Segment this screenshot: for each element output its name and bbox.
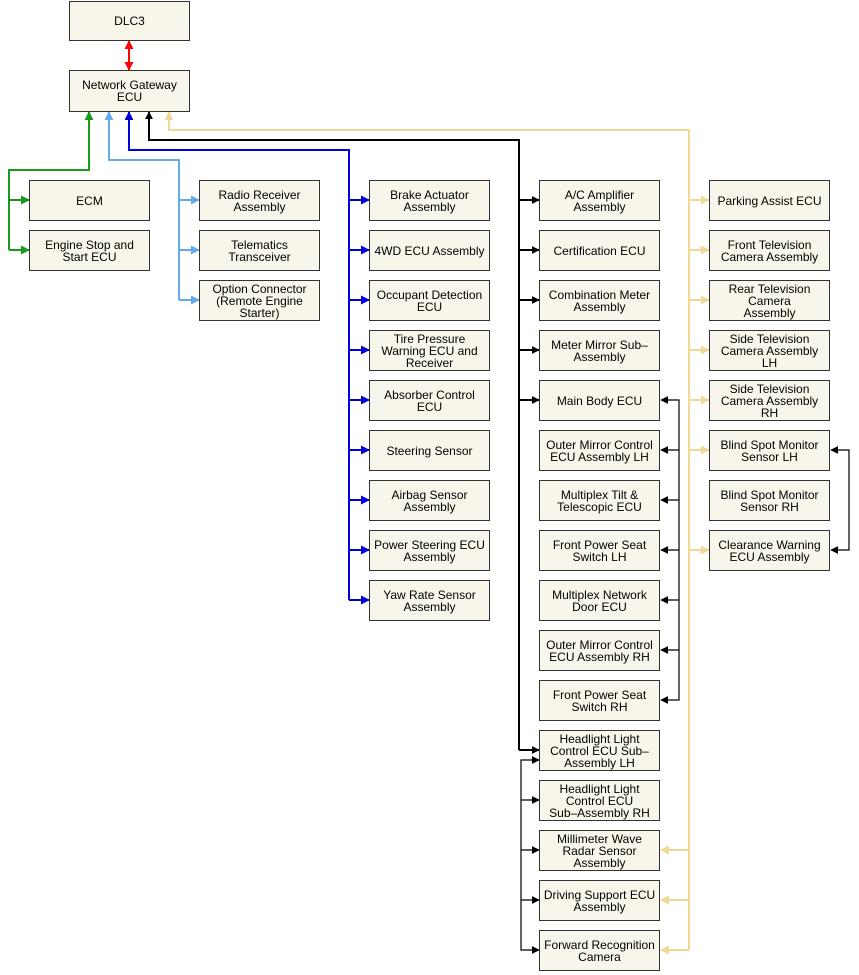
front-power-seat-rh-box: Front Power Seat Switch RH — [539, 680, 660, 721]
headlight-ecu-rh-box: Headlight Light Control ECU Sub–Assembly… — [539, 780, 660, 821]
4wd-ecu-box: 4WD ECU Assembly — [369, 230, 490, 271]
dlc3-box: DLC3 — [69, 1, 190, 41]
steering-sensor-box: Steering Sensor — [369, 430, 490, 471]
rear-tv-camera-box: Rear Television Camera Assembly — [709, 280, 830, 321]
blind-spot-monitor-rh-box: Blind Spot Monitor Sensor RH — [709, 480, 830, 521]
option-connector-box: Option Connector (Remote Engine Starter) — [199, 280, 320, 321]
side-tv-camera-lh-box: Side Television Camera Assembly LH — [709, 330, 830, 371]
headlight-ecu-lh-box: Headlight Light Control ECU Sub– Assembl… — [539, 730, 660, 771]
front-power-seat-lh-box: Front Power Seat Switch LH — [539, 530, 660, 571]
tan-bus — [164, 111, 710, 955]
occupant-detection-ecu-box: Occupant Detection ECU — [369, 280, 490, 321]
ac-amplifier-box: A/C Amplifier Assembly — [539, 180, 660, 221]
yaw-rate-sensor-box: Yaw Rate Sensor Assembly — [369, 580, 490, 621]
lightblue-bus — [104, 111, 200, 305]
outer-mirror-rh-box: Outer Mirror Control ECU Assembly RH — [539, 630, 660, 671]
outer-mirror-lh-box: Outer Mirror Control ECU Assembly LH — [539, 430, 660, 471]
millimeter-wave-radar-box: Millimeter Wave Radar Sensor Assembly — [539, 830, 660, 871]
main-body-ecu-box: Main Body ECU — [539, 380, 660, 421]
brake-actuator-box: Brake Actuator Assembly — [369, 180, 490, 221]
headlight-sub-bus — [520, 756, 540, 954]
clearance-warning-ecu-box: Clearance Warning ECU Assembly — [709, 530, 830, 571]
multiplex-network-door-box: Multiplex Network Door ECU — [539, 580, 660, 621]
side-tv-camera-rh-box: Side Television Camera Assembly RH — [709, 380, 830, 421]
ecm-box: ECM — [29, 180, 150, 221]
tire-pressure-ecu-box: Tire Pressure Warning ECU and Receiver — [369, 330, 490, 371]
airbag-sensor-box: Airbag Sensor Assembly — [369, 480, 490, 521]
multiplex-tilt-box: Multiplex Tilt & Telescopic ECU — [539, 480, 660, 521]
telematics-transceiver-box: Telematics Transceiver — [199, 230, 320, 271]
meter-mirror-box: Meter Mirror Sub– Assembly — [539, 330, 660, 371]
parking-assist-ecu-box: Parking Assist ECU — [709, 180, 830, 221]
body-sub-bus — [660, 396, 680, 704]
power-steering-ecu-box: Power Steering ECU Assembly — [369, 530, 490, 571]
engine-stop-start-ecu-box: Engine Stop and Start ECU — [29, 230, 150, 271]
radio-receiver-box: Radio Receiver Assembly — [199, 180, 320, 221]
blind-spot-monitor-lh-box: Blind Spot Monitor Sensor LH — [709, 430, 830, 471]
absorber-control-ecu-box: Absorber Control ECU — [369, 380, 490, 421]
black-bus — [145, 111, 540, 754]
blue-bus — [124, 111, 370, 605]
front-tv-camera-box: Front Television Camera Assembly — [709, 230, 830, 271]
combination-meter-box: Combination Meter Assembly — [539, 280, 660, 321]
green-bus — [8, 111, 94, 255]
driving-support-ecu-box: Driving Support ECU Assembly — [539, 880, 660, 921]
blind-spot-sub-bus — [830, 446, 850, 554]
forward-recognition-camera-box: Forward Recognition Camera — [539, 930, 660, 971]
network-gateway-ecu-box: Network Gateway ECU — [69, 70, 190, 112]
certification-ecu-box: Certification ECU — [539, 230, 660, 271]
